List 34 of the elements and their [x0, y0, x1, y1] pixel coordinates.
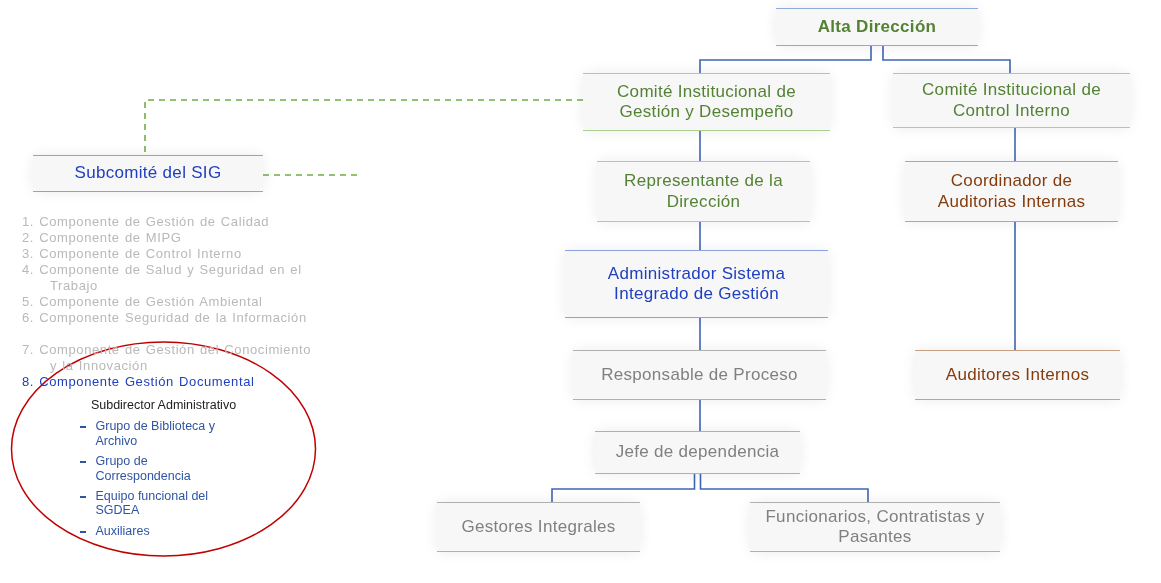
list-item: 2. Componente de MIPG — [22, 230, 183, 246]
list-item: Grupo de Biblioteca y Archivo — [95, 419, 216, 449]
node-label: Representante de la Dirección — [623, 171, 784, 212]
connector-line — [699, 221, 701, 251]
list-item: 3. Componente de Control Interno — [22, 246, 243, 262]
connector-line — [699, 130, 701, 162]
node-label: Gestores Integrales — [460, 516, 617, 538]
node-label: Administrador Sistema Integrado de Gestión — [606, 263, 787, 305]
list-item: 5. Componente de Gestión Ambiental — [22, 294, 264, 310]
connector-line — [699, 45, 872, 74]
node-label: Auditores Internos — [944, 364, 1091, 386]
connector-line — [551, 473, 696, 503]
list-item: 6. Componente Seguridad de la Información — [22, 310, 308, 326]
list-item: Equipo funcional del SGDEA — [95, 488, 210, 518]
connector-line — [699, 399, 701, 432]
connector-line — [1014, 127, 1016, 162]
node-label: Alta Dirección — [816, 16, 938, 38]
list-item: Grupo de Correspondencia — [95, 454, 192, 483]
connector-line — [882, 45, 1011, 74]
node-label: Comité Institucional de Gestión y Desempeño — [616, 81, 797, 123]
node-label: Comité Institucional de Control Interno — [921, 80, 1102, 121]
node-label: Jefe de dependencia — [614, 442, 781, 463]
list-item: Auxiliares — [95, 523, 151, 538]
group-heading: Subdirector Administrativo — [89, 398, 238, 413]
list-item: 4. Componente de Salud y Seguridad en el Trabajo — [22, 262, 303, 294]
node-label: Coordinador de Auditorias Internas — [936, 171, 1087, 212]
node-label: Subcomité del SIG — [73, 163, 223, 184]
node-label: Responsable de Proceso — [600, 364, 799, 386]
node-label: Funcionarios, Contratistas y Pasantes — [764, 506, 986, 548]
connector-line — [699, 473, 869, 503]
connector-line — [1014, 221, 1016, 351]
list-item: 1. Componente de Gestión de Calidad — [22, 214, 271, 230]
connector-line — [699, 317, 701, 351]
ellipse-outline — [10, 340, 317, 558]
